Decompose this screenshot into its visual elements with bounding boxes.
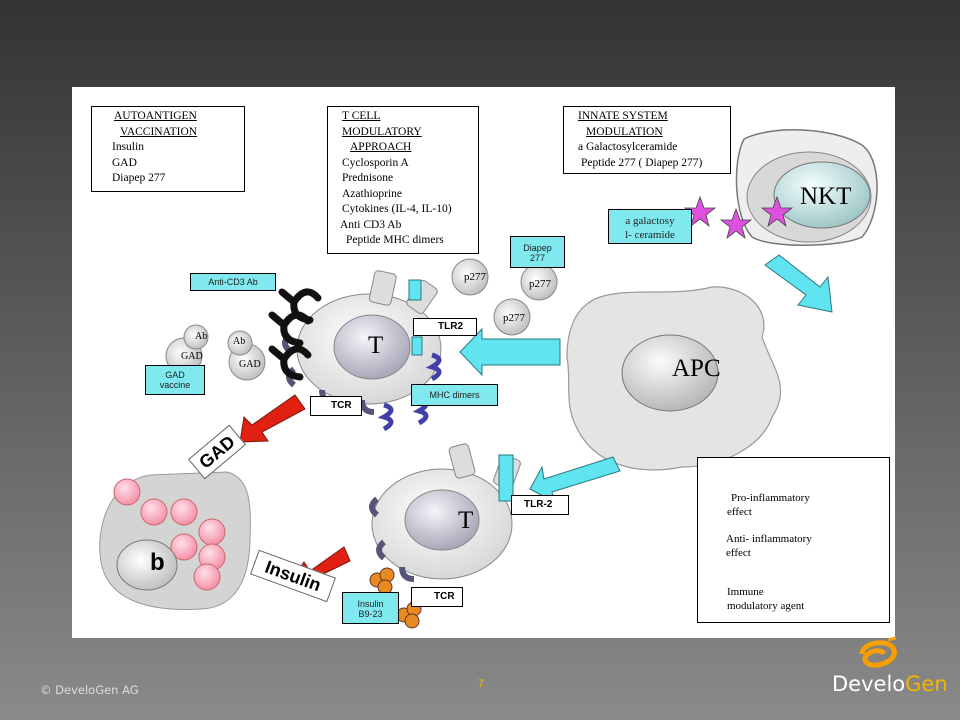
anti-cd3-label: Anti-CD3 Ab bbox=[190, 273, 276, 291]
insulin-b9-line: Insulin bbox=[357, 599, 384, 609]
p277-label: p277 bbox=[529, 278, 551, 290]
legend-pro-line: Pro-inflammatory bbox=[731, 492, 810, 504]
galactosyl-line: a galactosy bbox=[625, 215, 675, 227]
diapep-line: 277 bbox=[529, 253, 546, 263]
anti-cd3-antibodies bbox=[268, 288, 322, 381]
autoantigen-title-2: VACCINATION bbox=[120, 125, 198, 138]
insulin-b9-23-label: Insulin B9-23 bbox=[342, 592, 399, 624]
diapep-line: Diapep bbox=[523, 243, 552, 253]
ab-label: Ab bbox=[233, 336, 246, 347]
logo-wordmark: DeveloGen bbox=[832, 672, 948, 696]
mhc-dimers-label: MHC dimers bbox=[411, 384, 498, 406]
apc-cell bbox=[566, 286, 782, 471]
legend-anti-line: effect bbox=[726, 547, 751, 559]
innate-system-box: INNATE SYSTEM MODULATION a Galactosylcer… bbox=[563, 106, 731, 174]
t-cell-upper bbox=[282, 270, 442, 415]
tcell-title-2: MODULATORY bbox=[342, 125, 422, 138]
tcr-lower-label: TCR bbox=[411, 587, 463, 607]
tcell-title-3: APPROACH bbox=[350, 141, 412, 153]
diapep-277-label: Diapep 277 bbox=[510, 236, 565, 268]
legend-pro-line: effect bbox=[727, 506, 752, 518]
tcell-item: Anti CD3 Ab bbox=[340, 218, 402, 231]
autoantigen-vaccination-box: AUTOANTIGEN VACCINATION Insulin GAD Diap… bbox=[91, 106, 245, 192]
autoantigen-item: GAD bbox=[112, 156, 137, 169]
apc-label: APC bbox=[672, 355, 721, 382]
innate-title-1: INNATE SYSTEM bbox=[578, 110, 668, 122]
gad-label: GAD bbox=[239, 359, 261, 370]
t-cell-upper-label: T bbox=[368, 332, 384, 359]
tlr2-upper-label: TLR2 bbox=[413, 318, 477, 336]
tcell-item: Peptide MHC dimers bbox=[346, 234, 444, 246]
legend-immune-line: modulatory agent bbox=[727, 600, 805, 612]
tcell-item: Cytokines (IL-4, IL-10) bbox=[342, 203, 452, 215]
legend-anti-inflammatory: Anti- inflammatory effect bbox=[726, 532, 812, 560]
beta-cell-label: b bbox=[150, 549, 165, 576]
gad-vaccine-line: GAD bbox=[165, 370, 185, 380]
tcell-item: Prednisone bbox=[342, 172, 394, 184]
slide-canvas: AUTOANTIGEN VACCINATION Insulin GAD Diap… bbox=[72, 87, 895, 638]
gad-label: GAD bbox=[181, 351, 203, 362]
insulin-b9-line: B9-23 bbox=[358, 609, 383, 619]
legend-box: Pro-inflammatory effect Anti- inflammato… bbox=[697, 457, 890, 623]
innate-item: a Galactosylceramide bbox=[578, 141, 678, 153]
logo-icon bbox=[859, 636, 897, 668]
arrows bbox=[239, 254, 833, 588]
p277-label: p277 bbox=[503, 312, 525, 324]
autoantigen-item: Insulin bbox=[112, 141, 144, 153]
galactosyl-ceramide-label: a galactosy l- ceramide bbox=[608, 209, 692, 244]
nkt-label: NKT bbox=[800, 183, 852, 210]
p277-label: p277 bbox=[464, 271, 486, 283]
autoantigen-item: Diapep 277 bbox=[112, 172, 166, 184]
legend-pro-inflammatory: Pro-inflammatory effect bbox=[727, 491, 810, 519]
legend-immune-line: Immune bbox=[727, 586, 764, 598]
agent-rectangles bbox=[408, 279, 514, 502]
tcr-upper-label: TCR bbox=[310, 396, 362, 416]
innate-title-2: MODULATION bbox=[586, 125, 663, 138]
innate-item: Peptide 277 ( Diapep 277) bbox=[581, 156, 703, 169]
autoantigen-title-1: AUTOANTIGEN bbox=[114, 110, 197, 122]
legend-anti-line: Anti- inflammatory bbox=[726, 533, 812, 545]
galactosylceramide-stars bbox=[683, 195, 794, 240]
logo-text-gen: Gen bbox=[905, 672, 948, 696]
tcell-item: Azathioprine bbox=[342, 187, 403, 200]
p277-peptides bbox=[451, 258, 558, 336]
page-number: 7 bbox=[478, 678, 485, 690]
legend-immune-modulatory: Immune modulatory agent bbox=[727, 585, 804, 613]
galactosyl-line: l- ceramide bbox=[625, 229, 675, 241]
tcell-item: Cyclosporin A bbox=[342, 156, 409, 169]
gad-vaccine-line: vaccine bbox=[159, 380, 191, 390]
t-cell-modulatory-box: T CELL MODULATORY APPROACH Cyclosporin A… bbox=[327, 106, 479, 254]
tcell-title-1: T CELL bbox=[342, 110, 381, 122]
copyright: © DeveloGen AG bbox=[40, 683, 139, 697]
tlr2-lower-label: TLR-2 bbox=[511, 495, 569, 515]
gad-vaccine-label: GAD vaccine bbox=[145, 365, 205, 395]
beta-cell-islet bbox=[99, 471, 251, 610]
logo-text-develo: Develo bbox=[832, 672, 906, 696]
ab-label: Ab bbox=[195, 331, 208, 342]
t-cell-lower-label: T bbox=[458, 507, 474, 534]
